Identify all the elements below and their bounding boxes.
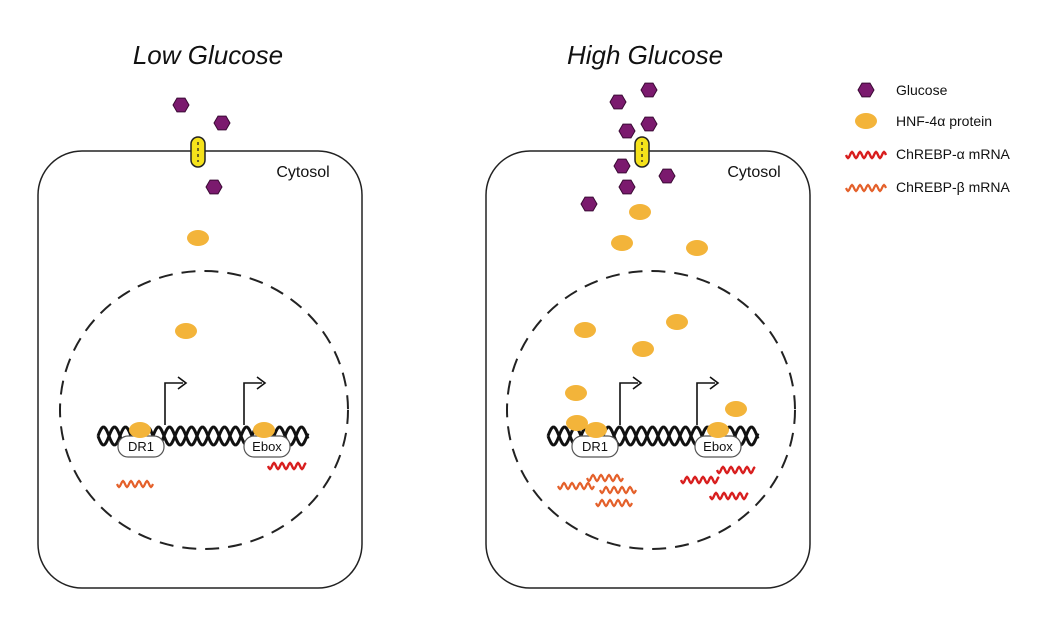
tss-arrow-low-2 [243, 382, 262, 425]
cytosol-label-low: Cytosol [276, 164, 329, 181]
hnf4a-protein [686, 240, 708, 256]
glucose-transporter-high [634, 136, 650, 168]
hnf4a-protein [187, 230, 209, 246]
hnf4a-protein [565, 385, 587, 401]
glucose-icon [213, 115, 231, 131]
title-low-glucose: Low Glucose [133, 40, 283, 70]
legend-chrebp-beta-icon [845, 183, 887, 193]
ebox-label-high: Ebox [703, 439, 733, 454]
cytosol-label-high: Cytosol [727, 164, 780, 181]
glucose-icon [658, 168, 676, 184]
hnf4a-protein [175, 323, 197, 339]
tss-arrow-high-1 [619, 382, 638, 425]
chrebp-alpha-mrna [708, 491, 749, 501]
hnf4a-protein [574, 322, 596, 338]
glucose-transporter-low [190, 136, 206, 168]
legend-label-hnf4a: HNF-4α protein [896, 113, 992, 129]
chrebp-alpha-mrna [266, 461, 307, 471]
glucose-icon [580, 196, 598, 212]
hnf4a-protein [585, 422, 607, 438]
legend-hnf4a-icon [855, 113, 877, 129]
legend-label-glucose: Glucose [896, 82, 948, 98]
legend-label-chrebp-alpha: ChREBP-α mRNA [896, 146, 1011, 162]
chrebp-beta-mrna [116, 479, 154, 489]
chrebp-alpha-mrna [679, 475, 720, 485]
glucose-icon [172, 97, 190, 113]
tss-arrow-high-2 [696, 382, 715, 425]
hnf4a-protein [707, 422, 729, 438]
ebox-label-low: Ebox [252, 439, 282, 454]
chrebp-beta-mrna [586, 473, 624, 483]
glucose-molecules [172, 82, 676, 212]
hnf4a-protein [632, 341, 654, 357]
hnf4a-protein [611, 235, 633, 251]
hnf4a-protein [566, 415, 588, 431]
hnf4a-proteins [129, 204, 747, 438]
title-high-glucose: High Glucose [567, 40, 723, 70]
chrebp-beta-mrna [599, 485, 637, 495]
legend-label-chrebp-beta: ChREBP-β mRNA [896, 179, 1011, 195]
glucose-icon [640, 82, 658, 98]
legend-glucose-icon [857, 82, 875, 98]
chrebp-beta-mrna [595, 498, 633, 508]
tss-arrowhead-high-2 [709, 376, 720, 390]
glucose-icon [205, 179, 223, 195]
glucose-icon [613, 158, 631, 174]
hnf4a-protein [129, 422, 151, 438]
glucose-icon [640, 116, 658, 132]
tss-arrowhead-low-2 [256, 376, 267, 390]
mrna-transcripts [116, 461, 756, 508]
legend: Glucose HNF-4α protein ChREBP-α mRNA ChR… [844, 82, 1011, 195]
nucleus-low [59, 270, 349, 550]
hnf4a-protein [725, 401, 747, 417]
tss-arrowhead-high-1 [632, 376, 643, 390]
dr1-label-high: DR1 [582, 439, 608, 454]
glucose-icon [609, 94, 627, 110]
dr1-label-low: DR1 [128, 439, 154, 454]
legend-chrebp-alpha-icon [844, 150, 888, 160]
cell-membrane-low [37, 150, 363, 589]
tss-arrowhead-low-1 [177, 376, 188, 390]
chrebp-alpha-mrna [715, 465, 756, 475]
hnf4a-protein [629, 204, 651, 220]
glucose-icon [618, 123, 636, 139]
chrebp-beta-mrna [557, 481, 595, 491]
hnf4a-protein [666, 314, 688, 330]
tss-arrow-low-1 [164, 382, 183, 425]
hnf4a-protein [253, 422, 275, 438]
nucleus-high [506, 270, 796, 550]
glucose-icon [618, 179, 636, 195]
